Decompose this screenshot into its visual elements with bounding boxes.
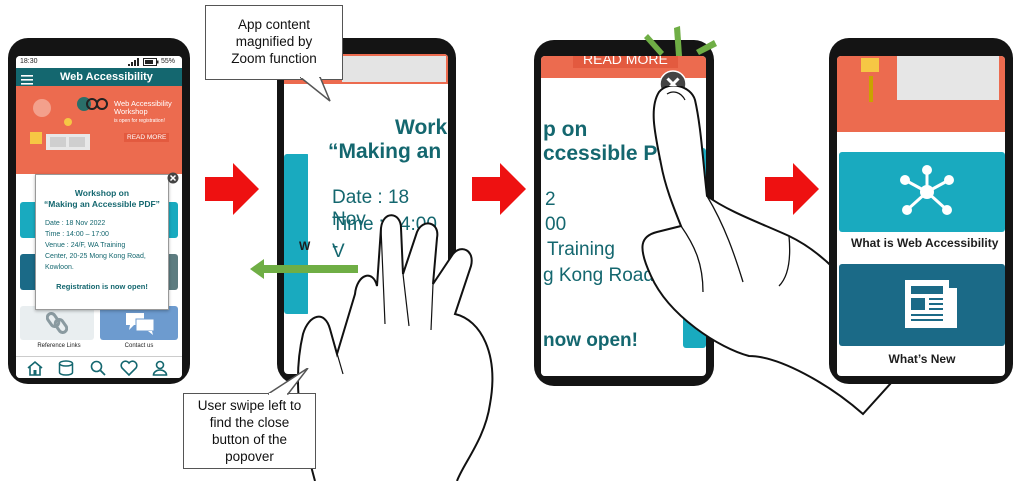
contact-us-tile[interactable] [100,306,178,340]
zoom3-title-line1: p on [543,118,588,141]
whats-new-tile[interactable] [839,264,1005,346]
user-icon[interactable] [152,360,168,376]
battery-level: 55% [161,58,176,65]
zoom-read-more-button[interactable]: READ MORE [573,56,678,68]
link-icon [46,312,68,334]
zoom-date: Date : 18 Nov [332,187,410,230]
heart-icon[interactable] [120,360,138,376]
popover-close-button[interactable] [167,171,179,189]
popover-date: Date : 18 Nov 2022 [45,220,106,227]
banner-strip: READ MORE [541,56,706,78]
reference-links-tile[interactable] [20,306,94,340]
zoom-callout-pointer [300,77,331,102]
swipe-left-arrow [250,259,358,279]
phone-1-screen: 18:30 55% Web Accessibility [16,56,182,378]
home-icon[interactable] [26,360,44,376]
database-icon[interactable] [58,360,74,376]
tap-marks-icon [644,26,717,56]
zoom3-road: g Kong Road [543,265,654,286]
banner-title: Web Accessibility Workshop [114,99,172,116]
zoom3-venue: Training [547,239,615,260]
popover-registration: Registration is now open! [56,282,148,291]
status-time: 18:30 [20,58,38,65]
zoom3-date: 2 [545,189,556,210]
network-icon [900,165,954,215]
red-arrow-2 [472,163,526,215]
zoomed-tile-left [284,154,310,314]
what-is-wa-label: What is Web Accessibility [851,236,999,250]
promo-banner: Web Accessibility Workshop is open for r… [16,86,182,174]
bottom-nav [16,356,182,378]
reference-links-label: Reference Links [37,343,81,349]
swipe-callout-text: User swipe left to find the close button… [197,398,302,464]
newspaper-icon [905,280,957,328]
whats-new-label: What’s New [888,352,956,366]
zoom-tile-letter: W [299,239,311,253]
zoom-title-line1: Works [395,116,448,139]
chat-icon [126,313,155,335]
what-is-wa-tile[interactable] [839,152,1005,232]
zoom-title-line2: “Making an [328,140,442,163]
contact-us-label: Contact us [124,343,154,349]
workshop-popover: Workshop on “Making an Accessible PDF” D… [35,174,169,310]
app-title: Web Accessibility [60,71,153,83]
phone-3-screen: READ MORE p on ccessible PDF” 2 00 Train… [541,56,706,376]
popover-time: Time : 14:00 – 17:00 [45,231,109,238]
swipe-callout-pointer [268,368,309,395]
status-bar: 18:30 55% [16,56,182,68]
menu-icon[interactable] [21,72,33,90]
banner-subtitle: is open for registration! [114,118,165,124]
read-more-button[interactable]: READ MORE [124,133,170,142]
red-arrow-1 [205,163,259,215]
banner-illustration [30,97,108,150]
zoom-venue: V [332,241,345,262]
banner-top [837,56,1005,132]
battery-icon [143,58,159,68]
red-arrow-3 [765,163,819,215]
popover-title-line2: “Making an Accessible PDF” [44,199,160,209]
phone-4-screen: What is Web Accessibility What’s New [837,56,1005,376]
popover-venue-line3: Kowloon. [45,264,74,271]
popover-venue-line1: Venue : 24/F, WA Training [45,242,126,249]
zoom-callout-text: App content magnified by Zoom function [231,17,317,66]
search-icon[interactable] [90,360,106,376]
zoom3-registration: now open! [543,330,638,351]
zoom-callout: App content magnified by Zoom function [205,5,343,80]
zoom3-time: 00 [545,214,567,235]
swipe-hand-illustration [296,214,494,481]
signal-icon [128,58,142,68]
popover-title-line1: Workshop on [74,188,130,198]
phone-4: What is Web Accessibility What’s New [829,38,1013,384]
app-bar: Web Accessibility [16,68,182,86]
phone-1: 18:30 55% Web Accessibility [8,38,190,384]
popover-venue-line2: Center, 20-25 Mong Kong Road, [45,253,146,260]
swipe-callout: User swipe left to find the close button… [183,393,316,469]
